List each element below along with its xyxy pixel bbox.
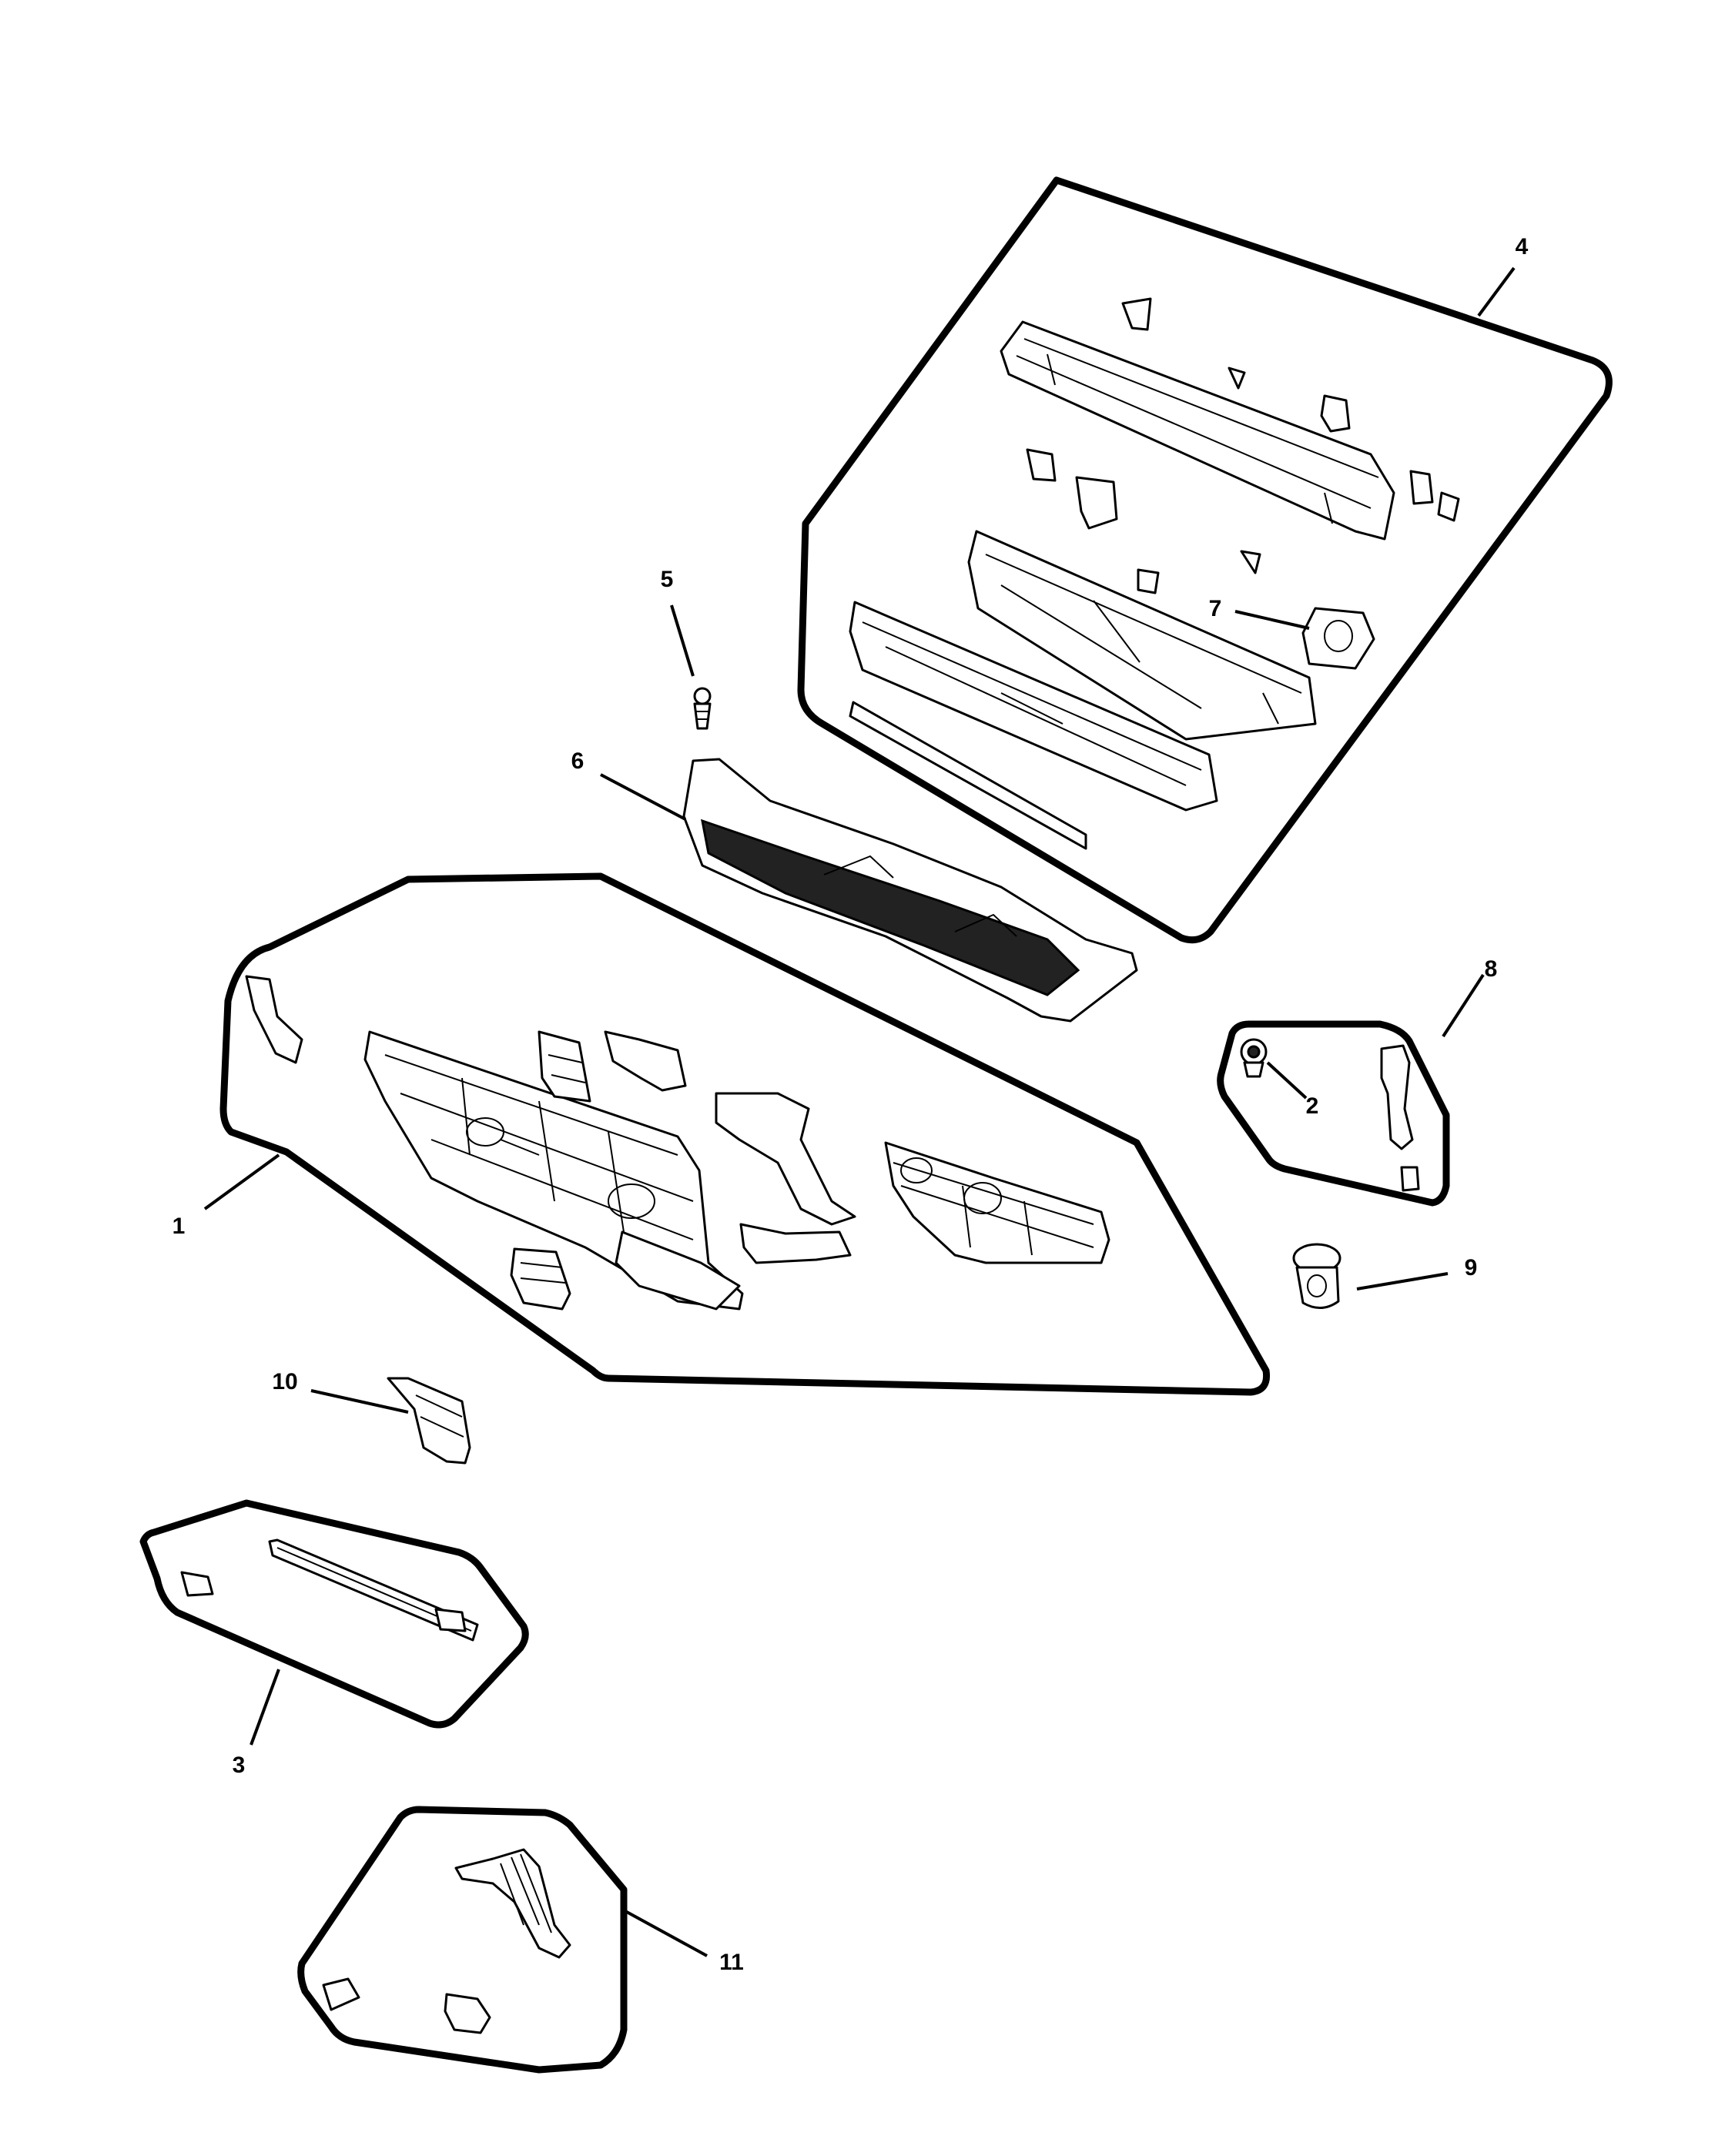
item-9-grommet[interactable] [1292,1243,1341,1309]
group-4-cowl-panel-assembly[interactable] [797,176,1613,944]
callout-6: 6 [571,748,584,774]
callout-2: 2 [1306,1093,1319,1119]
item-6-cowl-grille[interactable] [682,758,1138,1023]
group-8-bracket-set[interactable] [1217,1020,1450,1207]
callout-9: 9 [1465,1255,1478,1281]
callout-7: 7 [1209,596,1222,621]
callout-11: 11 [719,1950,744,1975]
callout-4: 4 [1516,234,1529,259]
callout-3: 3 [233,1753,246,1778]
callout-10: 10 [272,1369,297,1394]
leader-lines [203,266,1516,1957]
callout-labels: 1 2 3 4 5 6 7 8 9 10 11 [172,234,1529,1975]
callout-8: 8 [1485,956,1498,982]
item-10-bracket[interactable] [387,1377,471,1465]
group-11-bracket-set[interactable] [297,1806,628,2074]
group-1-dash-panel-assembly[interactable] [219,872,1271,1396]
callout-5: 5 [661,567,674,592]
group-3-crossmember-set[interactable] [139,1499,529,1729]
item-5-screw[interactable] [693,687,712,730]
callout-1: 1 [172,1214,186,1239]
